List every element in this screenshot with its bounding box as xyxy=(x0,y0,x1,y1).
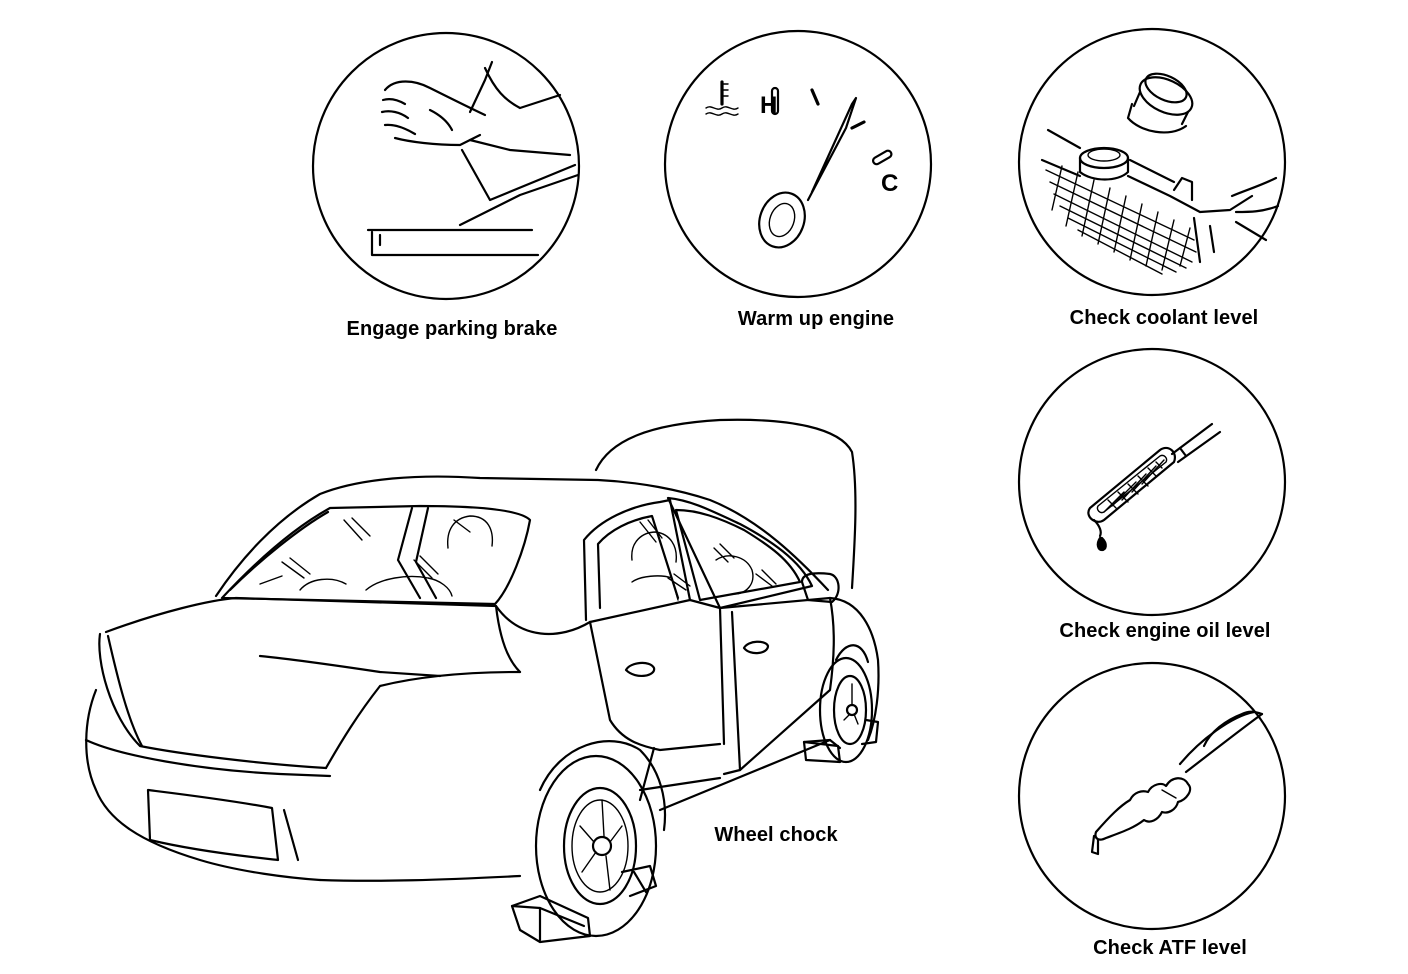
warm-up-circle xyxy=(663,29,933,299)
caption-warm-up: Warm up engine xyxy=(737,308,895,330)
engine-oil-panel xyxy=(1017,347,1287,617)
atf-circle xyxy=(1017,661,1287,931)
atf-panel xyxy=(1017,661,1287,931)
caption-coolant: Check coolant level xyxy=(1069,307,1259,329)
gauge-hot-mark: H xyxy=(760,92,778,119)
caption-atf: Check ATF level xyxy=(1093,937,1247,959)
caption-parking-brake: Engage parking brake xyxy=(346,318,558,340)
dipstick-icon xyxy=(1087,422,1222,552)
wheel-chock-front xyxy=(802,718,880,764)
front-wheel xyxy=(818,656,874,764)
atf-dipstick-icon xyxy=(1090,710,1264,856)
caption-engine-oil: Check engine oil level xyxy=(1059,620,1271,642)
gauge-cold-mark: C xyxy=(881,170,899,197)
caption-wheel-chock: Wheel chock xyxy=(714,824,838,846)
wheel-chock-rear xyxy=(510,864,658,944)
engine-oil-circle xyxy=(1017,347,1287,617)
parking-brake-panel xyxy=(311,31,581,301)
radiator-cap-icon xyxy=(1040,72,1280,275)
open-hood xyxy=(594,418,857,590)
sedan-with-wheel-chocks xyxy=(84,418,880,944)
parking-brake-circle xyxy=(311,31,581,301)
hand-on-lever-icon xyxy=(366,60,580,257)
coolant-panel xyxy=(1017,27,1287,297)
coolant-circle xyxy=(1017,27,1287,297)
rear-wheel xyxy=(534,740,667,938)
temperature-gauge-icon xyxy=(705,80,893,249)
warm-up-panel xyxy=(663,29,933,299)
